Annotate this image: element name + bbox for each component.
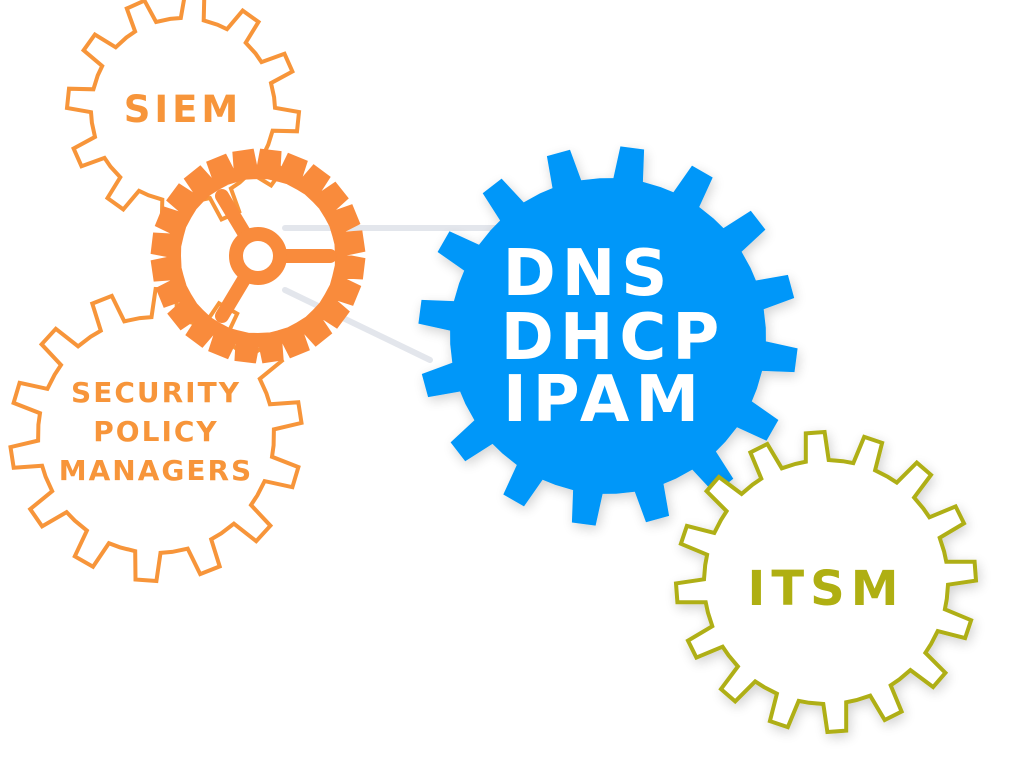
connector-line-lower — [282, 287, 433, 363]
gear-outline-icon — [673, 429, 979, 735]
gear-hub — [150, 148, 366, 364]
gear-itsm-label: ITSM — [748, 561, 905, 617]
gear-itsm: ITSM — [673, 429, 979, 735]
gear-security-policy-managers: SECURITY POLICY MANAGERS — [8, 286, 304, 584]
gear-hub-icon — [150, 148, 366, 364]
gear-dns-label-line-3: IPAM — [503, 363, 705, 437]
gear-siem-label: SIEM — [124, 88, 243, 131]
gear-dns-label-line-1: DNS — [503, 237, 674, 311]
gear-spm-label-line-3: MANAGERS — [59, 454, 253, 487]
gear-spm-label-line-1: SECURITY — [71, 376, 241, 409]
gear-spm-label-line-2: POLICY — [93, 415, 218, 448]
gear-outline-icon — [8, 286, 304, 584]
gear-dns-dhcp-ipam: DNS DHCP IPAM — [418, 146, 798, 526]
gear-solid-icon — [418, 146, 798, 526]
hub-center-ring — [229, 227, 287, 285]
gear-dns-label-line-2: DHCP — [501, 301, 726, 375]
connector-lines — [282, 225, 513, 363]
